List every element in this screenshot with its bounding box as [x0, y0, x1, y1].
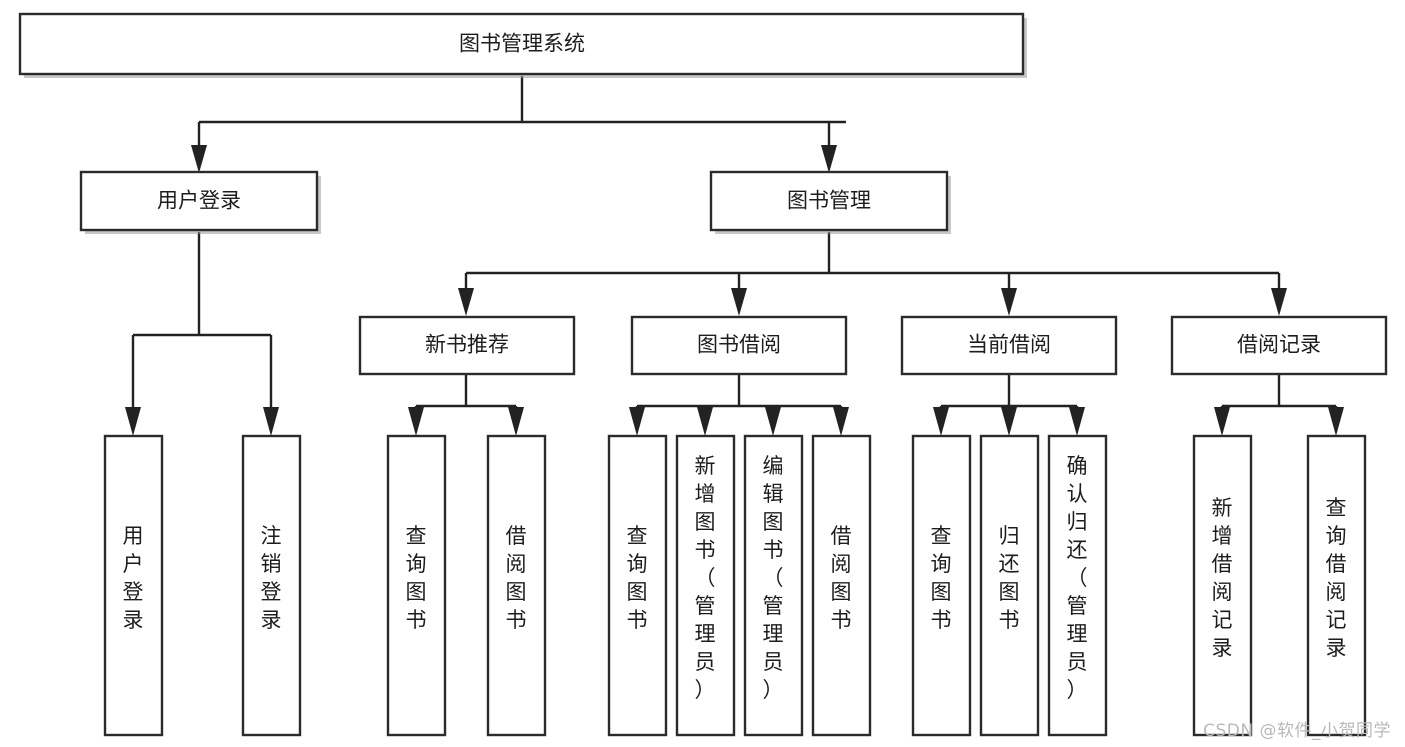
- leaf-label-group: 用户登录 注销登录 查询图书 借阅图书 查询图书 新增图书（管理员） 编辑图书（…: [123, 455, 1347, 702]
- node-current-borrow-label: 当前借阅: [967, 334, 1051, 357]
- arrow-head-leaf-edit-book-admin: [765, 407, 781, 436]
- node-user-login-box[interactable]: [79, 170, 319, 232]
- node-leaf-logout-box[interactable]: [241, 434, 302, 737]
- node-leaf-confirm-return-admin-box[interactable]: [1047, 434, 1108, 737]
- node-leaf-query-book-1-box[interactable]: [386, 434, 447, 737]
- node-leaf-edit-book-admin-box[interactable]: [743, 434, 804, 737]
- node-leaf-add-borrow-record[interactable]: [1192, 434, 1253, 737]
- arrow-head-leaf-query-book-1: [408, 407, 424, 436]
- node-leaf-user-login[interactable]: [103, 434, 164, 737]
- node-root-label: 图书管理系统: [459, 33, 585, 56]
- node-book-manage-box[interactable]: [709, 170, 949, 232]
- arrow-head-leaf-borrow-book-2: [833, 407, 849, 436]
- node-borrow-record[interactable]: 借阅记录: [1170, 315, 1388, 376]
- node-leaf-add-book-admin[interactable]: [675, 434, 736, 737]
- node-leaf-confirm-return-admin-label: 确认归还（管理员）: [1067, 455, 1088, 702]
- arrow-head-user-login: [191, 145, 207, 173]
- node-leaf-query-borrow-record[interactable]: [1306, 434, 1367, 737]
- connector-group-book-borrow: [629, 375, 849, 436]
- arrow-head-book-borrow: [731, 288, 747, 316]
- node-borrow-record-label: 借阅记录: [1237, 334, 1321, 357]
- node-leaf-add-borrow-record-label: 新增借阅记录: [1212, 497, 1233, 660]
- node-root-box[interactable]: [18, 12, 1025, 76]
- arrow-head-leaf-query-book-3: [933, 407, 949, 436]
- arrow-head-leaf-user-login: [125, 407, 141, 436]
- arrow-head-leaf-confirm-return: [1069, 407, 1085, 436]
- arrow-head-leaf-borrow-book-1: [508, 407, 524, 436]
- connector-group-new-book-rec: [408, 375, 524, 436]
- arrow-head-leaf-query-borrow-record: [1328, 407, 1344, 436]
- node-leaf-edit-book-admin-label: 编辑图书（管理员）: [763, 455, 784, 702]
- node-leaf-borrow-book-2[interactable]: [811, 434, 872, 737]
- node-root[interactable]: 图书管理系统: [18, 12, 1027, 78]
- node-leaf-user-login-label: 用户登录: [123, 525, 144, 632]
- node-leaf-return-book[interactable]: [979, 434, 1040, 737]
- node-leaf-add-borrow-record-box[interactable]: [1192, 434, 1253, 737]
- node-new-book-rec-label: 新书推荐: [425, 334, 509, 357]
- node-leaf-borrow-book-1-box[interactable]: [486, 434, 547, 737]
- node-leaf-borrow-book-2-box[interactable]: [811, 434, 872, 737]
- node-leaf-query-book-2-label: 查询图书: [627, 525, 648, 632]
- connector-group-user-login: [125, 232, 279, 436]
- node-leaf-add-book-admin-box[interactable]: [675, 434, 736, 737]
- node-leaf-query-borrow-record-box[interactable]: [1306, 434, 1367, 737]
- node-leaf-query-book-3-label: 查询图书: [931, 525, 952, 632]
- node-leaf-confirm-return-admin[interactable]: [1047, 434, 1108, 737]
- node-leaf-query-book-1[interactable]: [386, 434, 447, 737]
- node-leaf-query-borrow-record-label: 查询借阅记录: [1326, 497, 1347, 660]
- node-leaf-borrow-book-2-label: 借阅图书: [831, 525, 852, 632]
- arrow-head-book-manage: [821, 145, 837, 173]
- node-leaf-logout-label: 注销登录: [261, 525, 282, 632]
- node-leaf-query-book-3-box[interactable]: [911, 434, 972, 737]
- node-leaf-edit-book-admin[interactable]: [743, 434, 804, 737]
- node-book-borrow-box[interactable]: [630, 315, 848, 376]
- connector-group-borrow-record: [1214, 375, 1344, 436]
- connector-group-current-borrow: [933, 375, 1085, 436]
- node-leaf-borrow-book-1-label: 借阅图书: [506, 525, 527, 632]
- arrow-head-leaf-add-borrow-record: [1214, 407, 1230, 436]
- node-borrow-record-box[interactable]: [1170, 315, 1388, 376]
- node-current-borrow-box[interactable]: [900, 315, 1118, 376]
- arrow-head-leaf-logout: [263, 407, 279, 436]
- node-book-borrow[interactable]: 图书借阅: [630, 315, 848, 376]
- arrow-head-current-borrow: [1001, 288, 1017, 316]
- node-current-borrow[interactable]: 当前借阅: [900, 315, 1118, 376]
- node-leaf-query-book-1-label: 查询图书: [406, 525, 427, 632]
- arrow-head-borrow-record: [1271, 288, 1287, 316]
- node-user-login[interactable]: 用户登录: [79, 170, 321, 234]
- arrow-head-leaf-return-book: [1001, 407, 1017, 436]
- node-book-manage-label: 图书管理: [787, 190, 871, 213]
- node-leaf-user-login-box[interactable]: [103, 434, 164, 737]
- node-leaf-return-book-label: 归还图书: [999, 525, 1020, 632]
- node-leaf-return-book-box[interactable]: [979, 434, 1040, 737]
- node-leaf-logout[interactable]: [241, 434, 302, 737]
- connector-group-book-manage: [458, 232, 1287, 316]
- node-leaf-query-book-2-box[interactable]: [607, 434, 668, 737]
- arrow-head-leaf-add-book-admin: [697, 407, 713, 436]
- connector-group-root: [191, 76, 846, 173]
- node-book-borrow-label: 图书借阅: [697, 334, 781, 357]
- node-leaf-query-book-2[interactable]: [607, 434, 668, 737]
- node-book-manage[interactable]: 图书管理: [709, 170, 951, 234]
- node-new-book-rec[interactable]: 新书推荐: [358, 315, 576, 376]
- node-leaf-borrow-book-1[interactable]: [486, 434, 547, 737]
- node-leaf-query-book-3[interactable]: [911, 434, 972, 737]
- node-new-book-rec-box[interactable]: [358, 315, 576, 376]
- arrow-head-leaf-query-book-2: [629, 407, 645, 436]
- node-leaf-add-book-admin-label: 新增图书（管理员）: [695, 455, 716, 702]
- arrow-head-new-book-rec: [458, 288, 474, 316]
- node-user-login-label: 用户登录: [157, 190, 241, 213]
